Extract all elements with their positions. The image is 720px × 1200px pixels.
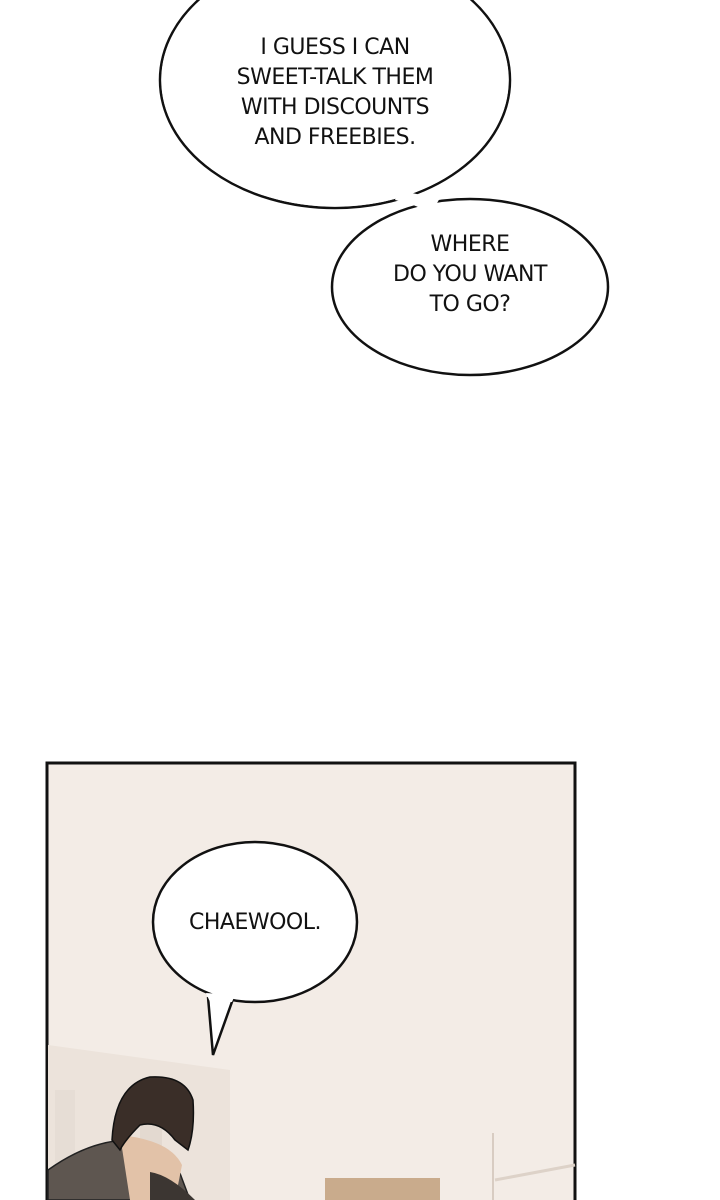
bubble-line: DO YOU WANT [393, 262, 547, 287]
bubble-text-chaewool: CHAEWOOL. [160, 908, 350, 938]
box [325, 1178, 440, 1200]
bubble-text-where: WHERE DO YOU WANT TO GO? [360, 230, 580, 320]
bubble-line: WITH DISCOUNTS [240, 95, 430, 120]
bubble-line: SWEET-TALK THEM [236, 65, 434, 90]
bubble-line: CHAEWOOL. [189, 910, 322, 935]
bubble-line: I GUESS I CAN [260, 35, 410, 60]
bubble-line: AND FREEBIES. [254, 125, 416, 150]
speech-bubble-top [158, 0, 610, 377]
bubble-text-sweet-talk: I GUESS I CAN SWEET-TALK THEM WITH DISCO… [200, 33, 470, 153]
speech-bubble-chaewool [151, 840, 359, 1056]
character [47, 1076, 195, 1200]
bubble-line: WHERE [430, 232, 510, 257]
bubble-line: TO GO? [429, 292, 511, 317]
